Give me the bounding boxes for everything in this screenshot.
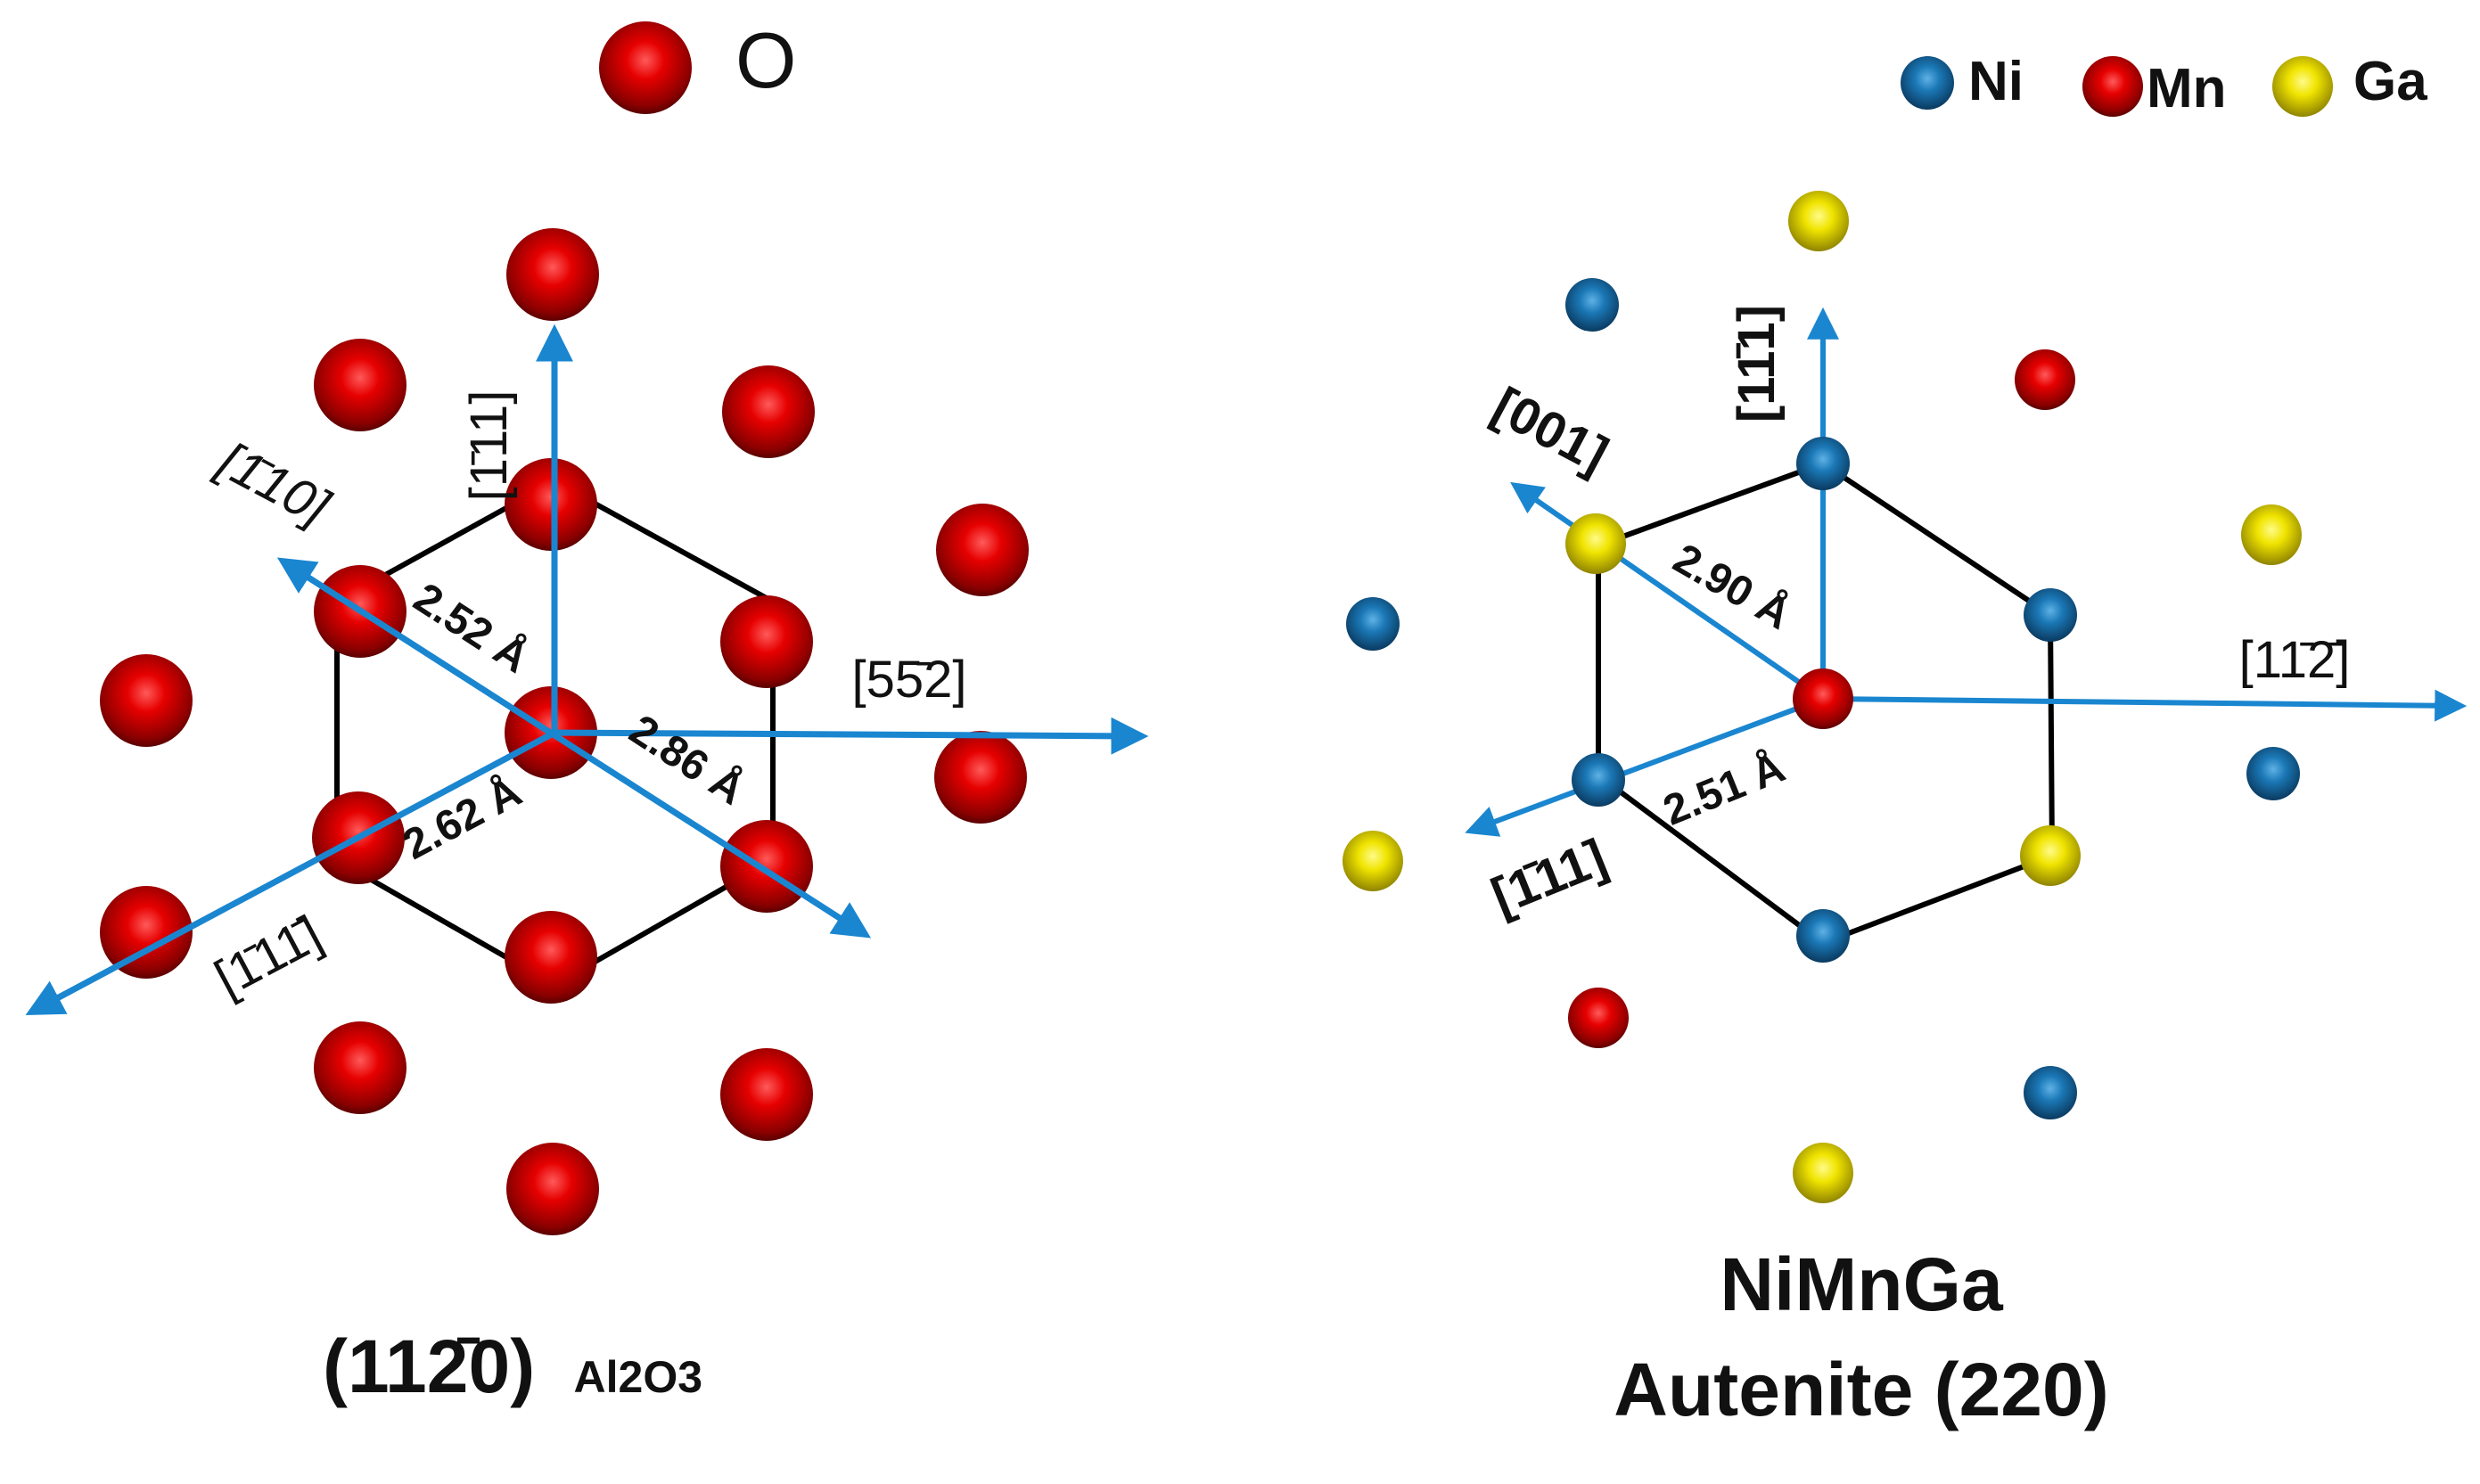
right-direction-label-upleft: [001] <box>1483 376 1617 484</box>
oxygen-atom <box>720 1048 813 1141</box>
ni-atom <box>2024 1066 2077 1119</box>
mn-atom <box>2015 349 2075 410</box>
ga-atom <box>1565 513 1626 574</box>
oxygen-atom <box>720 820 813 913</box>
oxygen-atom <box>722 365 815 458</box>
right-direction-label-right: [11̄2̄] <box>2239 631 2351 689</box>
ni-atom <box>2246 747 2300 800</box>
ni-atom <box>1565 278 1619 332</box>
mn-atoms <box>1568 349 2075 1048</box>
oxygen-legend-label: O <box>735 16 796 104</box>
right-direction-label-vertical: [11̄1] <box>1728 305 1786 422</box>
ga-atom <box>1793 1143 1853 1203</box>
oxygen-atom <box>506 1143 599 1235</box>
ga-legend-icon <box>2272 56 2333 117</box>
right-arrow-upleft <box>1510 481 1825 701</box>
right-distance-label: 2.90 Å <box>1665 534 1798 638</box>
ni-legend-label: Ni <box>1968 51 2024 112</box>
oxygen-atom <box>314 1021 406 1114</box>
left-direction-label-downleft: [1̄11̄] <box>206 905 332 1008</box>
right-legend: Ni Mn Ga <box>1901 51 2427 119</box>
right-panel: Ni Mn Ga <box>1343 51 2468 1431</box>
right-direction-arrows <box>1465 307 2468 837</box>
oxygen-atom <box>100 886 193 979</box>
left-direction-label-right: [55̄2] <box>852 651 967 709</box>
oxygen-atom <box>505 458 597 551</box>
left-arrow-downleft <box>25 729 556 1015</box>
ga-atom <box>2241 504 2302 565</box>
ga-atoms <box>1343 191 2302 1203</box>
ga-atom <box>1788 191 1849 251</box>
right-caption-line2: Autenite (220) <box>1614 1348 2108 1431</box>
right-caption-line1: NiMnGa <box>1720 1242 2004 1326</box>
oxygen-atom <box>506 228 599 321</box>
right-direction-label-downleft: [1̄11] <box>1483 828 1614 926</box>
oxygen-atom <box>934 731 1027 824</box>
ni-atom <box>1572 753 1625 807</box>
ga-atom <box>2020 825 2081 886</box>
right-arrow-right <box>1822 689 2468 722</box>
ni-atoms <box>1346 278 2300 1119</box>
left-direction-arrows <box>25 324 1149 1015</box>
ni-atom <box>2024 588 2077 642</box>
mn-atom <box>1793 668 1853 729</box>
oxygen-atom <box>505 911 597 1004</box>
left-direction-label-vertical: [1̄11] <box>460 390 518 502</box>
mn-legend-label: Mn <box>2147 58 2227 119</box>
left-distance-label: 2.86 Å <box>621 705 753 814</box>
left-legend: O <box>599 16 796 114</box>
oxygen-atom <box>314 339 406 431</box>
ni-atom <box>1796 437 1850 490</box>
mn-atom <box>1568 988 1629 1048</box>
left-arrow-upleft-downright <box>276 557 872 939</box>
left-caption: (112̄0) Al2O3 <box>323 1324 702 1408</box>
left-caption-subscript: Al2O3 <box>574 1352 703 1402</box>
right-arrow-downleft <box>1465 696 1825 837</box>
right-distance-label: 2.51 Å <box>1656 743 1791 835</box>
ga-legend-label: Ga <box>2353 51 2427 112</box>
ni-atom <box>1796 909 1850 963</box>
mn-legend-icon <box>2082 56 2143 117</box>
left-caption-plane: (112̄0) <box>323 1324 535 1408</box>
oxygen-atom <box>936 504 1029 596</box>
left-panel: O <box>25 16 1149 1408</box>
ni-legend-icon <box>1901 56 1954 110</box>
ga-atom <box>1343 831 1403 891</box>
oxygen-atom <box>100 654 193 747</box>
ni-atom <box>1346 597 1400 651</box>
left-distance-label: 2.52 Å <box>406 573 538 682</box>
left-direction-label-upleft: [1̄10] <box>208 430 340 537</box>
oxygen-atom <box>720 595 813 688</box>
oxygen-legend-icon <box>599 21 692 114</box>
